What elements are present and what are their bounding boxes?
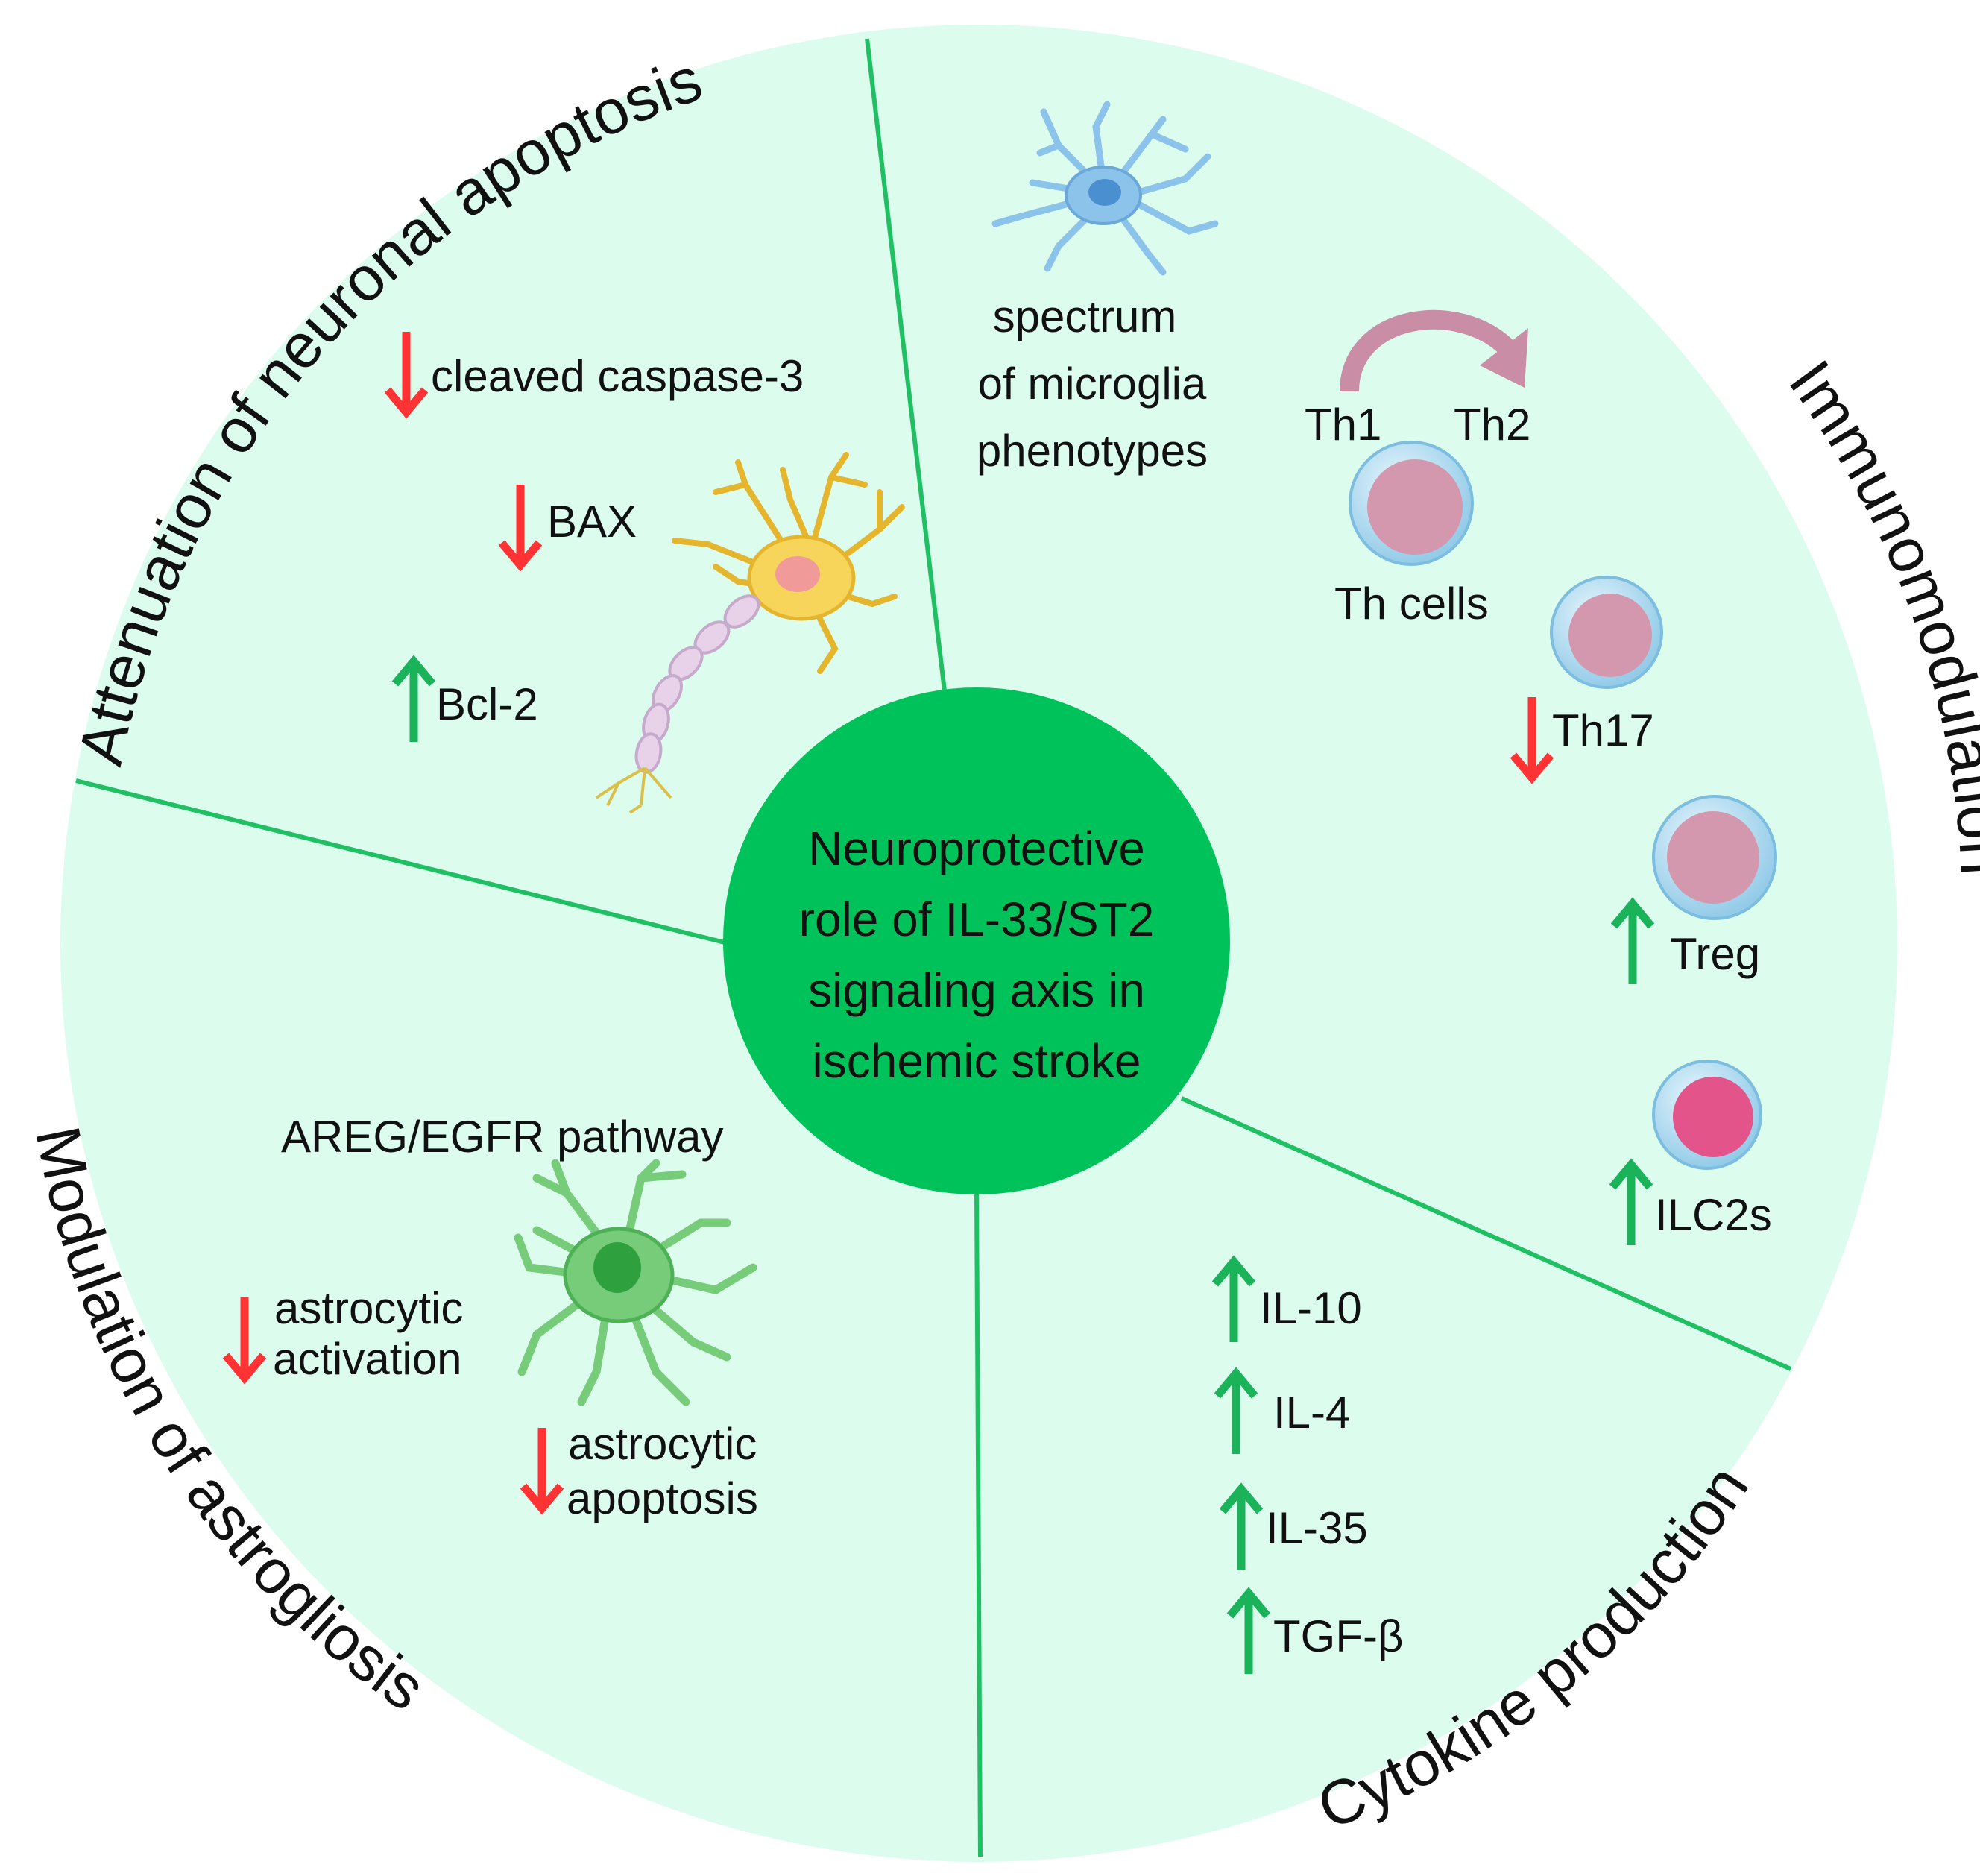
arrow-down-icon bbox=[520, 1428, 564, 1515]
section-dividers bbox=[75, 38, 1792, 1857]
arrow-up-icon bbox=[1609, 1158, 1653, 1245]
item-il-35: IL-35 bbox=[1266, 1503, 1368, 1553]
center-line-4: ischemic stroke bbox=[813, 1034, 1141, 1088]
microglia-icon bbox=[991, 101, 1219, 276]
curved-arrow-icon bbox=[1340, 310, 1528, 392]
item-il-10: IL-10 bbox=[1260, 1283, 1362, 1333]
arrow-up-icon bbox=[1214, 1367, 1258, 1454]
cytokine-production-section: IL-10 IL-4 IL-35 TGF-β bbox=[1211, 1255, 1403, 1674]
arrow-down-icon bbox=[498, 485, 543, 572]
arrow-up-icon bbox=[1211, 1255, 1256, 1342]
divider-right bbox=[1180, 1096, 1792, 1371]
divider-bottom bbox=[974, 1192, 983, 1857]
th-cell-icon bbox=[1349, 441, 1474, 566]
th-cells-label: Th cells bbox=[1334, 579, 1489, 629]
pathway-label: AREG/EGFR pathway bbox=[281, 1112, 724, 1162]
neuron-icon bbox=[595, 452, 905, 814]
microglia-label-line-2: of microglia bbox=[978, 359, 1207, 409]
item-cleaved-caspase-3: cleaved caspase-3 bbox=[431, 351, 804, 401]
arrow-down-icon bbox=[222, 1297, 267, 1385]
astrocytic-apoptosis-line-2: apoptosis bbox=[567, 1473, 758, 1523]
item-th17: Th17 bbox=[1552, 705, 1654, 755]
microglia-label-line-3: phenotypes bbox=[977, 426, 1208, 476]
arrow-up-icon bbox=[391, 655, 436, 742]
th1-label: Th1 bbox=[1305, 400, 1381, 450]
astrogliosis-section: AREG/EGFR pathway a bbox=[222, 1112, 758, 1523]
arrow-up-icon bbox=[1226, 1587, 1271, 1674]
center-title: Neuroprotective role of IL-33/ST2 signal… bbox=[799, 822, 1155, 1088]
arrow-up-icon bbox=[1219, 1482, 1264, 1570]
treg-cell-icon bbox=[1652, 795, 1777, 920]
arrow-down-icon bbox=[384, 332, 429, 419]
microglia-label-line-1: spectrum bbox=[993, 292, 1177, 341]
th17-cell-icon bbox=[1550, 576, 1663, 689]
astrocyte-icon bbox=[514, 1159, 757, 1406]
microglia-label: spectrum of microglia phenotypes bbox=[977, 292, 1208, 476]
item-bax: BAX bbox=[547, 497, 637, 547]
divider-left bbox=[75, 778, 731, 946]
arrow-up-icon bbox=[1610, 897, 1655, 984]
astrocytic-activation-line-2: activation bbox=[273, 1334, 461, 1384]
item-tgf-beta: TGF-β bbox=[1273, 1611, 1403, 1661]
astrocytic-apoptosis-line-1: astrocytic bbox=[568, 1419, 757, 1469]
item-il-4: IL-4 bbox=[1273, 1388, 1350, 1438]
ilc2-cell-icon bbox=[1652, 1060, 1762, 1170]
immunomodulation-section: spectrum of microglia phenotypes Th1 Th2… bbox=[977, 101, 1777, 1245]
astrocytic-activation-line-1: astrocytic bbox=[274, 1283, 463, 1333]
center-circle bbox=[723, 687, 1230, 1194]
divider-top bbox=[865, 38, 948, 698]
item-ilc2s: ILC2s bbox=[1655, 1190, 1772, 1240]
item-bcl-2: Bcl-2 bbox=[436, 679, 538, 729]
arrow-down-icon bbox=[1510, 697, 1554, 784]
center-line-2: role of IL-33/ST2 bbox=[799, 893, 1155, 946]
item-treg: Treg bbox=[1670, 929, 1760, 979]
center-line-3: signaling axis in bbox=[808, 963, 1145, 1017]
center-line-1: Neuroprotective bbox=[808, 822, 1145, 875]
neuronal-apoptosis-section: cleaved caspase-3 BAX Bcl-2 bbox=[384, 332, 905, 814]
th2-label: Th2 bbox=[1454, 400, 1530, 450]
